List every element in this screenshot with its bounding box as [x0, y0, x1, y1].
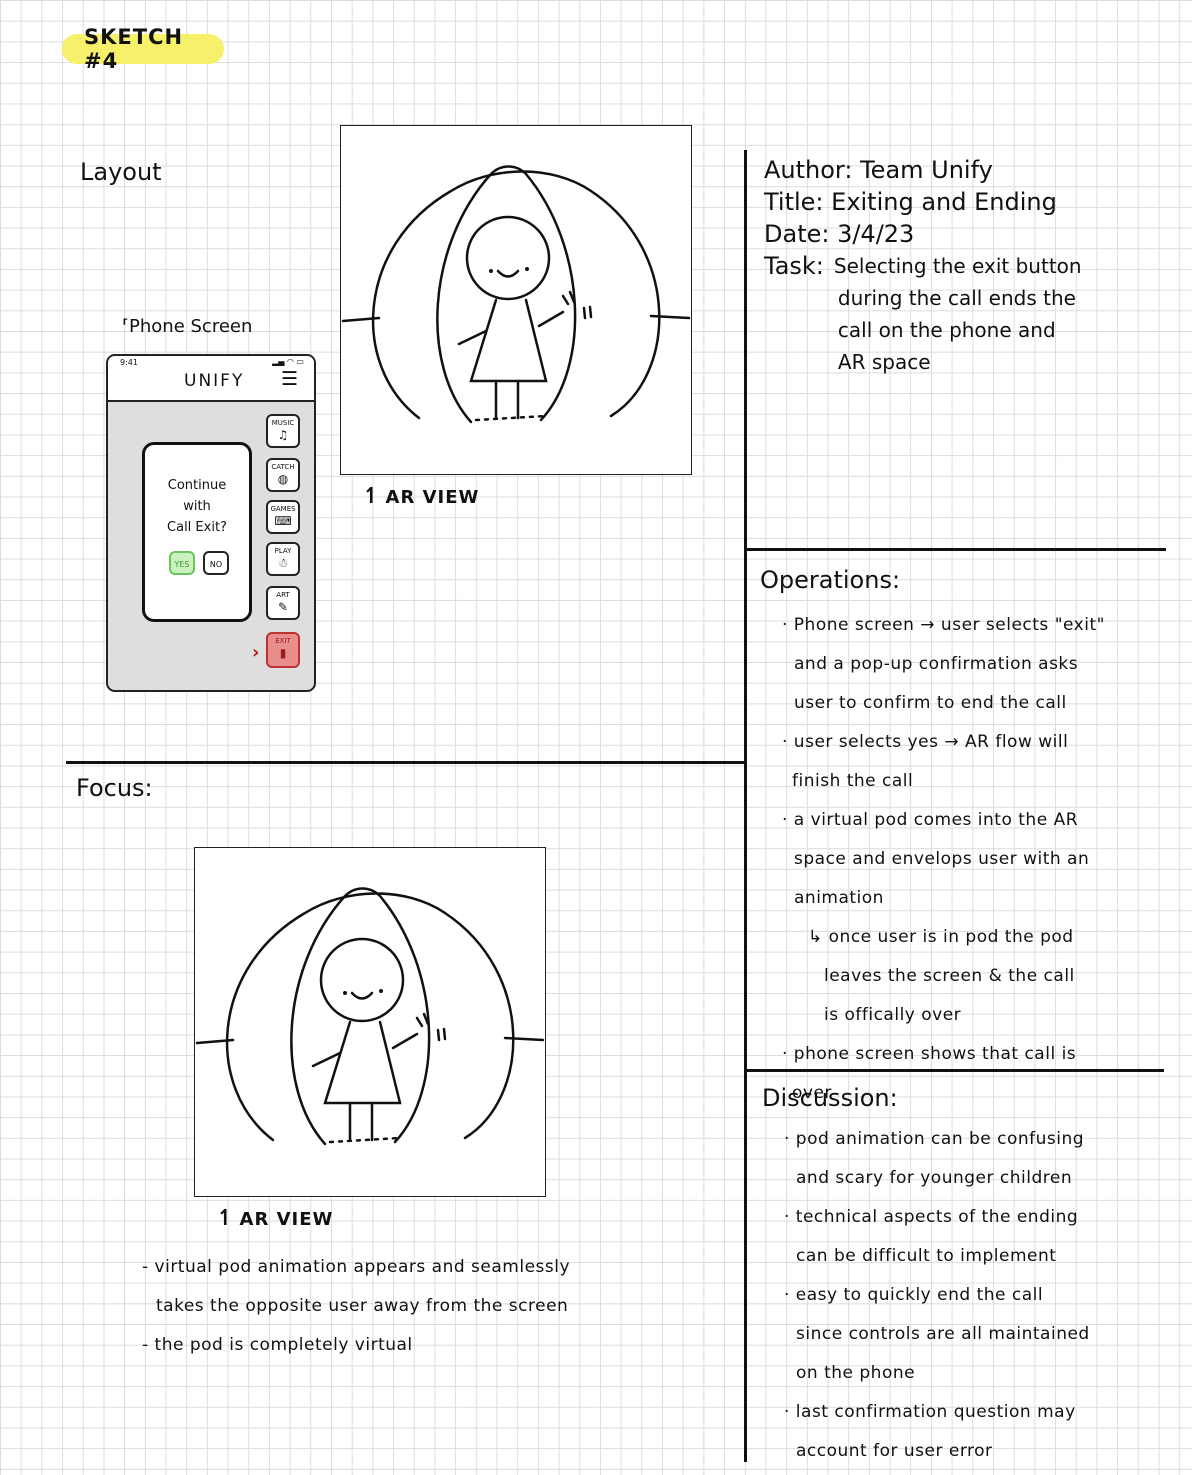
play-button[interactable]: PLAY☃ — [266, 542, 300, 576]
dialog-line: with — [183, 499, 211, 514]
discussion-item: · pod animation can be confusing — [784, 1129, 1085, 1149]
focus-note: takes the opposite user away from the sc… — [156, 1296, 569, 1316]
up-arrow-icon: ↿ — [362, 484, 381, 509]
author: Author: Team Unify — [764, 156, 993, 184]
discussion-item: account for user error — [796, 1441, 993, 1461]
task-block: Task: Selecting the exit button during t… — [764, 250, 1154, 378]
operation-item: · phone screen shows that call is — [782, 1044, 1077, 1064]
dialog-line: Continue — [167, 478, 227, 493]
focus-divider — [66, 761, 746, 764]
operation-item: ↳ once user is in pod the pod — [808, 927, 1074, 947]
discussion-item: can be difficult to implement — [796, 1246, 1057, 1266]
ar-view-sketch — [340, 125, 692, 475]
games-button[interactable]: GAMES⌨ — [266, 500, 300, 534]
sketch-date: Date: 3/4/23 — [764, 220, 915, 248]
dialog-line: Call Exit? — [167, 520, 227, 535]
music-button[interactable]: MUSIC♫ — [266, 414, 300, 448]
app-title: UNIFY — [184, 371, 245, 391]
operation-item: animation — [794, 888, 884, 908]
ar-view-caption: ↿ AR VIEW — [362, 484, 480, 509]
phone-mockup: 9:41 ▂▄ ◠ ▭ UNIFY ☰ Continue with Call E… — [106, 354, 316, 692]
pod-figure-drawing — [341, 165, 691, 424]
discussion-item: on the phone — [796, 1363, 916, 1383]
discussion-item: · technical aspects of the ending — [784, 1207, 1079, 1227]
operations-divider — [746, 548, 1166, 551]
task-label: Task: — [764, 252, 824, 280]
pencil-icon: ✎ — [277, 600, 289, 614]
focus-ar-view-caption: ↿ AR VIEW — [216, 1206, 334, 1231]
operation-item: leaves the screen & the call — [824, 966, 1075, 986]
operations-title: Operations: — [760, 566, 901, 594]
operation-item: · user selects yes → AR flow will — [782, 732, 1069, 752]
operations-list: · Phone screen → user selects "exit" and… — [782, 610, 1172, 1117]
focus-pod-figure-drawing — [195, 887, 545, 1146]
phone-top-bar: 9:41 ▂▄ ◠ ▭ UNIFY ☰ — [108, 356, 314, 402]
focus-note: - the pod is completely virtual — [142, 1335, 413, 1355]
vertical-divider — [744, 150, 747, 1462]
focus-ar-view-sketch — [194, 847, 546, 1197]
operation-item: over — [792, 1083, 832, 1103]
operation-item: is offically over — [824, 1005, 962, 1025]
operation-item: space and envelops user with an — [794, 849, 1090, 869]
exit-confirmation-dialog: Continue with Call Exit? YES NO — [142, 442, 252, 622]
focus-title: Focus: — [76, 774, 153, 802]
music-note-icon: ♫ — [277, 428, 289, 442]
discussion-item: · easy to quickly end the call — [784, 1285, 1044, 1305]
no-button[interactable]: NO — [203, 551, 229, 575]
discussion-item: · last confirmation question may — [784, 1402, 1076, 1422]
operation-item: · a virtual pod comes into the AR — [782, 810, 1079, 830]
info-block: Author: Team Unify Title: Exiting and En… — [764, 154, 1154, 378]
operation-item: user to confirm to end the call — [794, 693, 1067, 713]
discussion-divider — [746, 1069, 1164, 1072]
up-arrow-icon: ↿ — [216, 1206, 235, 1231]
yes-button[interactable]: YES — [169, 551, 195, 575]
art-button[interactable]: ART✎ — [266, 586, 300, 620]
signal-battery-icon: ▂▄ ◠ ▭ — [272, 357, 304, 366]
focus-notes: - virtual pod animation appears and seam… — [142, 1252, 702, 1369]
chevron-right-icon: › — [252, 642, 260, 663]
operation-item: finish the call — [792, 771, 914, 791]
task-text: Selecting the exit button during the cal… — [833, 254, 1082, 374]
operation-item: and a pop-up confirmation asks — [794, 654, 1079, 674]
gamepad-icon: ⌨ — [274, 514, 292, 528]
layout-title: Layout — [80, 158, 162, 186]
door-icon: ▮ — [279, 646, 287, 660]
toy-icon: ☃ — [277, 556, 289, 570]
sketch-title: Title: Exiting and Ending — [764, 188, 1057, 216]
phone-time: 9:41 — [120, 358, 138, 367]
operation-item: · Phone screen → user selects "exit" — [782, 615, 1105, 635]
discussion-list: · pod animation can be confusing and sca… — [784, 1124, 1174, 1475]
hamburger-menu-icon[interactable]: ☰ — [280, 368, 298, 390]
discussion-title: Discussion: — [762, 1084, 898, 1112]
exit-button[interactable]: EXIT▮ — [266, 632, 300, 668]
catch-button[interactable]: CATCH◍ — [266, 458, 300, 492]
discussion-item: since controls are all maintained — [796, 1324, 1090, 1344]
phone-label-arrow-icon: ⸢ — [122, 316, 130, 337]
phone-screen-label: ⸢Phone Screen — [122, 316, 253, 337]
sketch-label: SKETCH #4 — [62, 25, 224, 73]
focus-note: - virtual pod animation appears and seam… — [142, 1257, 571, 1277]
discussion-item: and scary for younger children — [796, 1168, 1073, 1188]
ball-icon: ◍ — [277, 472, 289, 486]
